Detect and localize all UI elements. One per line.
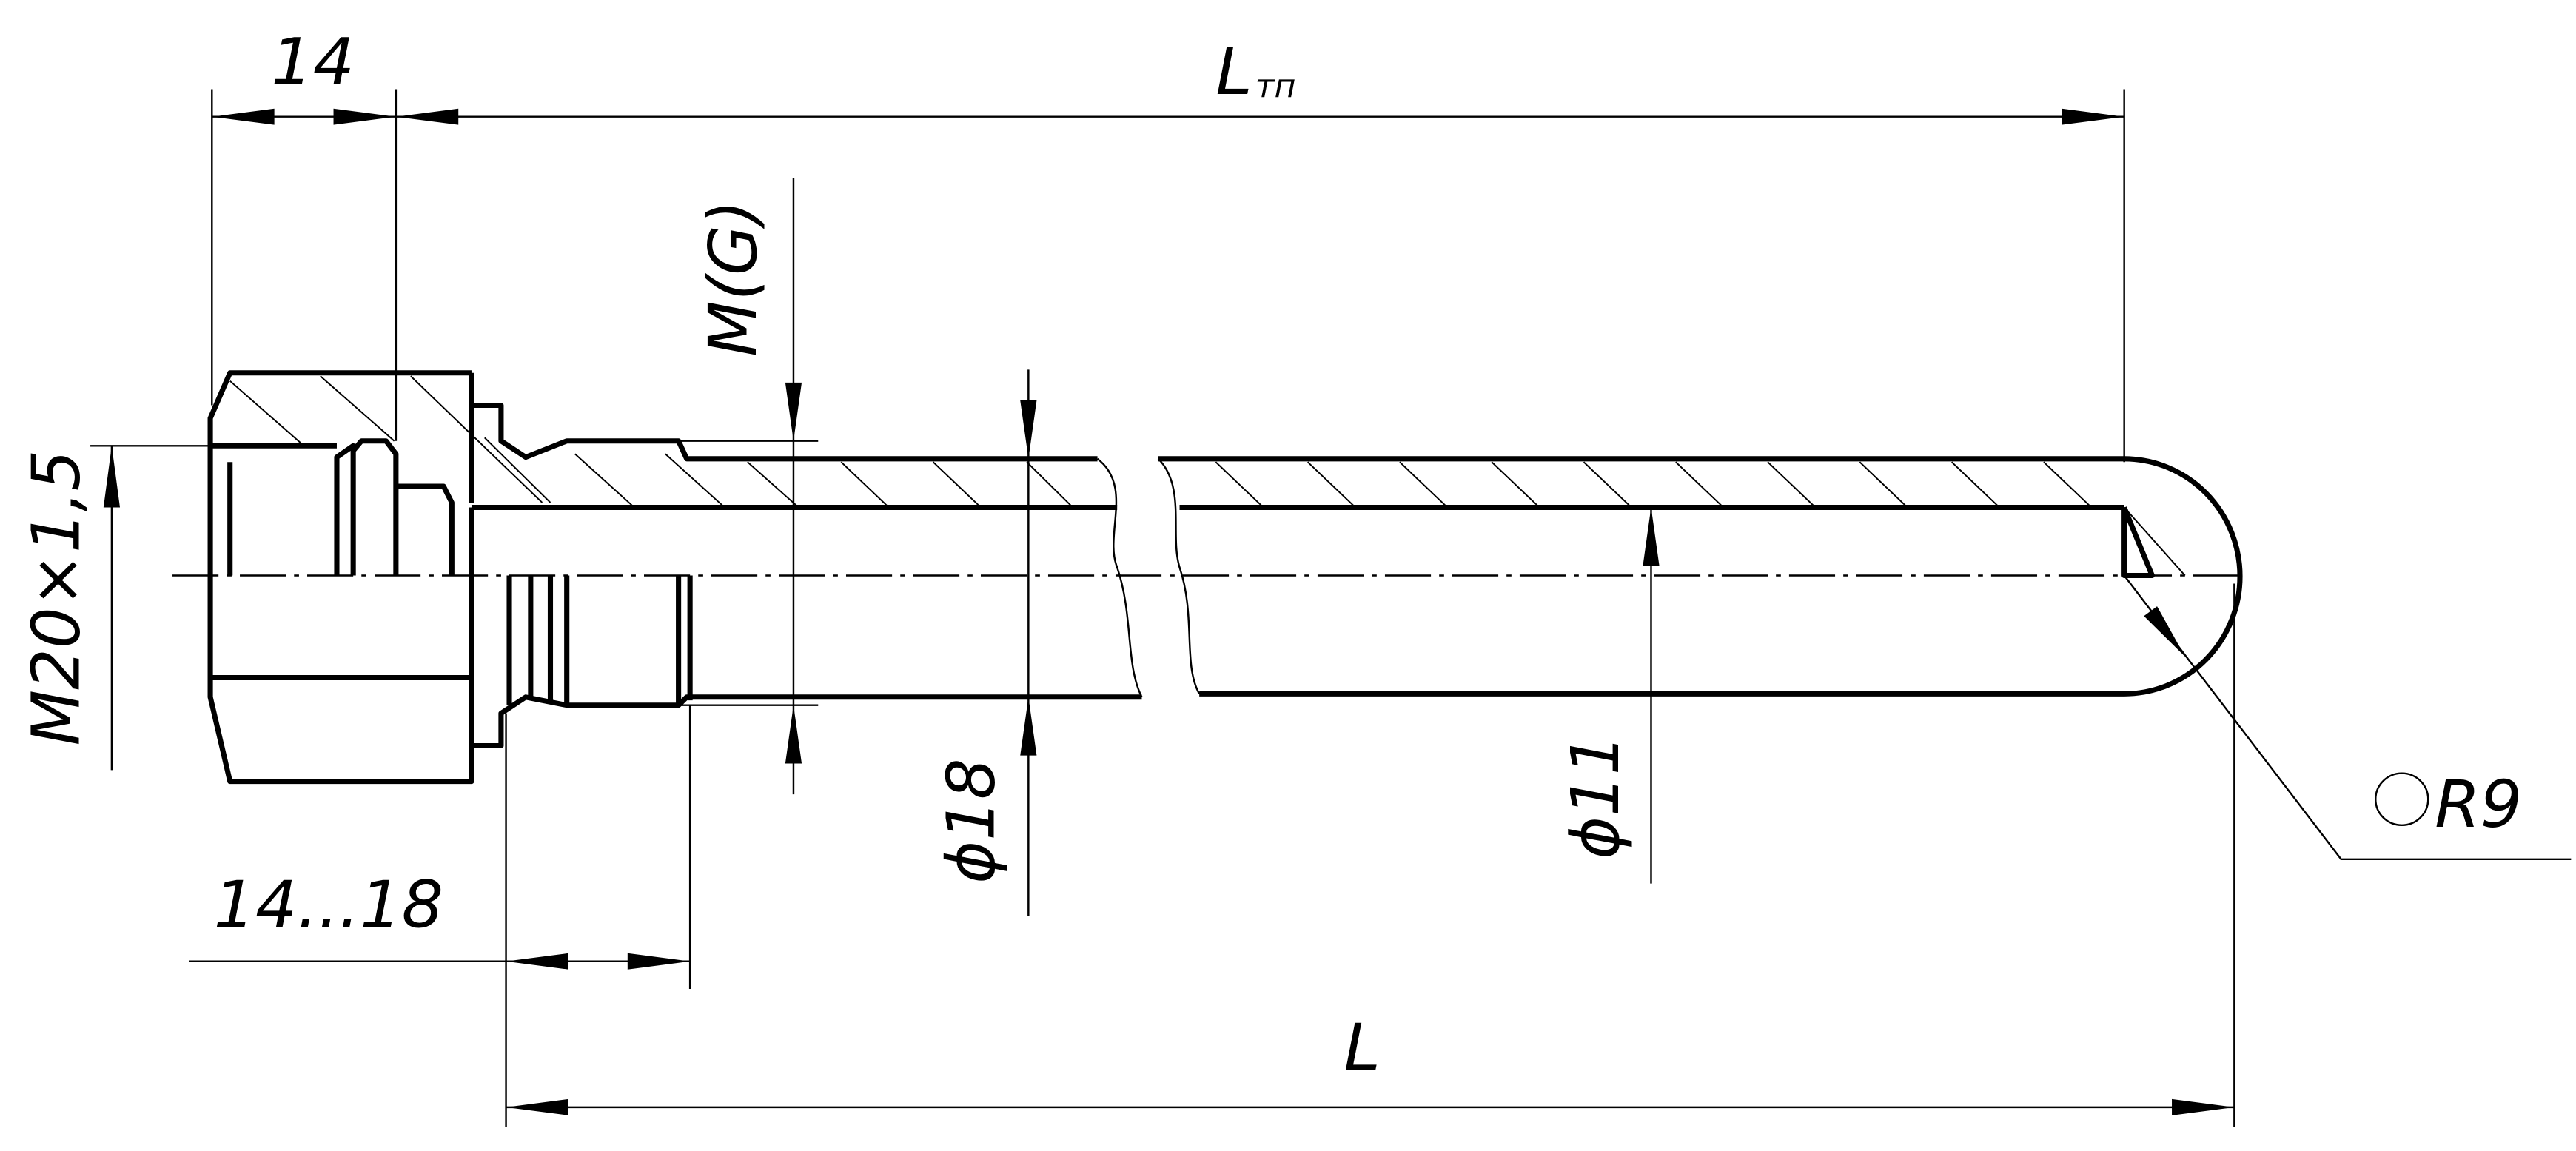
thermowell-body [207,370,2243,785]
dim-length-tp-subscript: тп [1255,68,1296,106]
dim-thread-main-label: M20×1,5 [18,450,95,746]
dimension-thread-mg: M(G) [678,178,819,795]
dimension-thread-main: M20×1,5 [18,445,211,771]
dim-thread-mg-label: M(G) [694,200,771,357]
dim-inner-diameter-label: ϕ11 [1557,734,1634,859]
dimension-total-length: L [506,583,2235,1127]
dimension-thread-length: 14...18 [189,705,691,1127]
section-hatching [229,375,2186,577]
dim-thread-length-label: 14...18 [214,867,444,942]
dimension-outer-diameter: ϕ18 [933,369,1037,916]
dimension-head-width: 14 [211,24,2124,441]
dim-length-tp-label: L [1215,34,1252,110]
dim-total-length-label: L [1344,1010,1380,1085]
dim-radius-label: R9 [2435,767,2522,842]
dimension-radius: R9 [2123,574,2572,860]
dim-outer-diameter-label: ϕ18 [933,758,1010,883]
dimension-inner-diameter: ϕ11 [1557,507,1660,884]
radius-all-around-icon [2375,772,2429,826]
dim-head-width-label: 14 [271,24,355,99]
dimension-length-tp: L тп [1215,34,2125,463]
